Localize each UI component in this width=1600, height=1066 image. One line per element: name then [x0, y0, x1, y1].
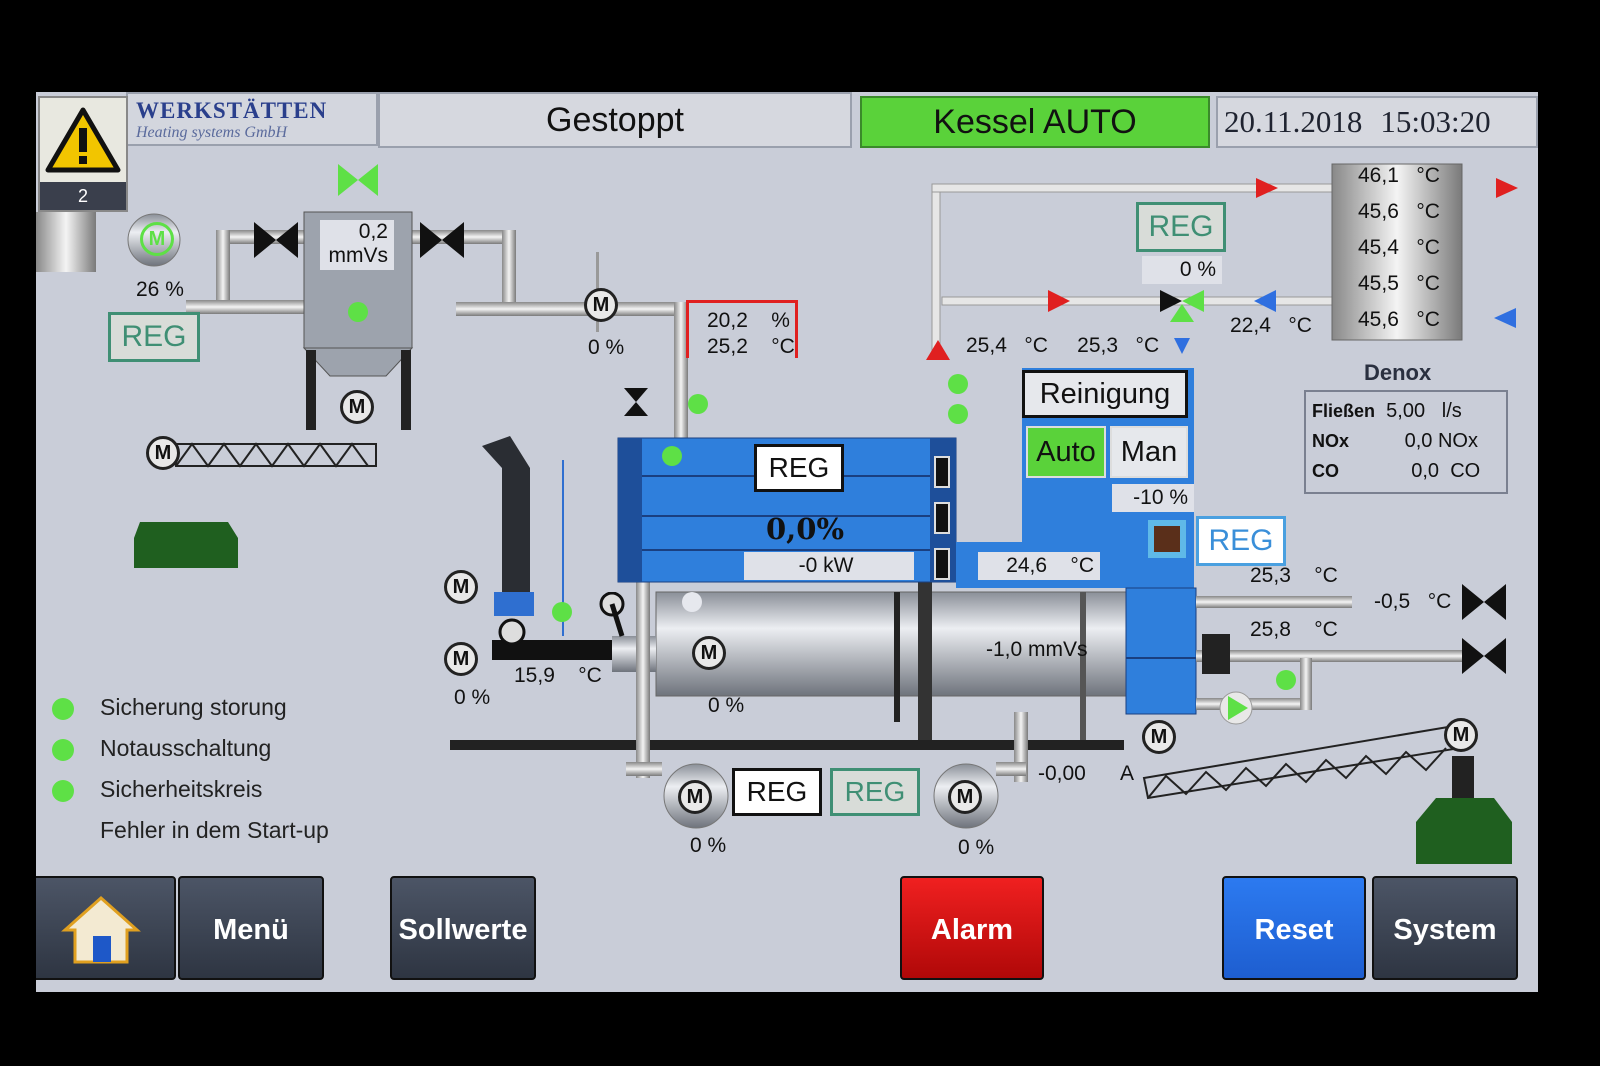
cleaning-reg-button[interactable]: REG: [1196, 516, 1286, 566]
burner-status-indicator: [552, 602, 572, 622]
pump-status-indicator: [1276, 670, 1296, 690]
logo-title: WERKSTÄTTEN: [136, 98, 328, 123]
boiler-reg-button[interactable]: REG: [754, 444, 844, 492]
legend-startup-error: Fehler in dem Start-up: [100, 817, 329, 843]
boiler-water-temp-value: 24,6: [1006, 554, 1048, 577]
feed-status-indicator: [688, 394, 708, 414]
boiler-water-temp: 24,6 °C: [978, 552, 1100, 580]
company-logo: WERKSTÄTTEN Heating systems GmbH: [126, 92, 378, 146]
denox-row-co: CO 0,0 CO: [1312, 460, 1481, 482]
boiler-water-temp-unit: °C: [1070, 554, 1094, 577]
warning-indicator[interactable]: 2: [38, 96, 128, 212]
flue-temp-unit: °C: [771, 335, 795, 358]
menu-button[interactable]: Menü: [178, 876, 324, 980]
burner-motor-2-icon[interactable]: M: [444, 642, 478, 676]
flow-temp-2: 25,3: [1077, 334, 1119, 357]
flow-status-indicator-1: [948, 374, 968, 394]
warning-count: 2: [40, 182, 126, 210]
legend-emergency-stop: Notausschaltung: [52, 735, 271, 762]
boiler-pressure: -1,0 mmVs: [986, 638, 1088, 661]
filter-pressure-value: 0,2: [358, 220, 388, 243]
boiler-door-2-icon: [934, 502, 950, 534]
filter-pressure: 0,2 mmVs: [320, 220, 394, 270]
screw-motor-icon[interactable]: M: [146, 436, 180, 470]
outlet-temp-2: 25,8 °C: [1250, 618, 1338, 641]
filter-pressure-unit: mmVs: [328, 244, 389, 267]
filter-motor-icon[interactable]: M: [340, 390, 374, 424]
flue-o2-value: 20,2: [707, 309, 748, 332]
outlet-temp-1: 25,3 °C: [1250, 564, 1338, 587]
flow-temperatures: 25,4 °C 25,3 °C: [966, 334, 1160, 357]
system-status: Gestoppt: [378, 92, 852, 148]
flue-temp-value: 25,2: [707, 335, 748, 358]
cleaning-state-icon: [1148, 520, 1186, 558]
feed-motor-percent: 0 %: [588, 336, 625, 359]
cleaning-percent: -10 %: [1112, 484, 1194, 512]
denox-row-nox: NOx 0,0 NOx: [1312, 430, 1478, 452]
setpoints-button[interactable]: Sollwerte: [390, 876, 536, 980]
bottom-pressure: -0,00: [1038, 762, 1086, 785]
denox-panel: Fließen 5,00 l/s NOx 0,0 NOx CO 0,0 CO: [1304, 390, 1508, 494]
boiler-door-3-icon: [934, 548, 950, 580]
boiler-feed-motor-icon[interactable]: M: [692, 636, 726, 670]
date: 20.11.2018: [1224, 104, 1363, 139]
flue-gas-box: 20,2 % 25,2 °C: [686, 300, 798, 358]
legend-emergency-stop-indicator: [52, 738, 74, 761]
flow-temp-1: 25,4: [966, 334, 1007, 357]
legend-fuse-fault: Sicherung storung: [52, 694, 287, 721]
boiler-power-kw: -0 kW: [744, 552, 914, 580]
logo-subtitle: Heating systems GmbH: [136, 124, 288, 141]
hmi-screen: WERKSTÄTTEN Heating systems GmbH 2 Gesto…: [36, 92, 1538, 992]
system-button[interactable]: System: [1372, 876, 1518, 980]
mixing-valve-percent: 0 %: [1142, 256, 1222, 284]
burner-temperature: 15,9 °C: [514, 664, 602, 687]
home-button[interactable]: [36, 876, 176, 980]
flow-status-indicator-2: [948, 404, 968, 424]
feed-valve-icon[interactable]: [624, 384, 648, 420]
bottom-reg-button-green[interactable]: REG: [830, 768, 920, 816]
burner-motor-1-icon[interactable]: M: [444, 570, 478, 604]
legend-fuse-fault-indicator: [52, 697, 74, 720]
legend-safety-circuit-indicator: [52, 779, 74, 802]
cleaning-title: Reinigung: [1022, 370, 1188, 418]
burner-percent: 0 %: [454, 686, 491, 709]
return-temperature: 22,4 °C: [1230, 314, 1312, 337]
outlet-valve-temp: -0,5 °C: [1374, 590, 1452, 613]
cleaning-auto-button[interactable]: Auto: [1026, 426, 1106, 478]
bottom-left-fan-percent: 0 %: [690, 834, 727, 857]
ignition-icon: [598, 591, 628, 640]
bottom-right-fan-motor-icon[interactable]: M: [948, 780, 982, 814]
bottom-left-fan-motor-icon[interactable]: M: [678, 780, 712, 814]
denox-title: Denox: [1364, 360, 1432, 385]
left-fan-reg-button[interactable]: REG: [108, 312, 200, 362]
flue-o2-unit: %: [771, 309, 790, 332]
bottom-reg-button-black[interactable]: REG: [732, 768, 822, 816]
filter-status-indicator: [348, 302, 368, 322]
feed-motor-icon[interactable]: M: [584, 288, 618, 322]
denox-row-flow: Fließen 5,00 l/s: [1312, 400, 1462, 422]
right-conveyor-motor-2-icon[interactable]: M: [1444, 718, 1478, 752]
cleaning-manual-button[interactable]: Man: [1110, 426, 1188, 478]
conveyor-label-a: A: [1120, 762, 1135, 785]
warning-icon: [45, 107, 121, 173]
boiler-feed-percent: 0 %: [708, 694, 745, 717]
reset-button[interactable]: Reset: [1222, 876, 1366, 980]
boiler-door-1-icon: [934, 456, 950, 488]
left-fan-motor-icon[interactable]: M: [140, 222, 174, 256]
alarm-button[interactable]: Alarm: [900, 876, 1044, 980]
denox-temperatures: 46,1 °C 45,6 °C 45,4 °C 45,5 °C 45,6 °C: [1358, 164, 1440, 331]
left-fan-percent: 26 %: [136, 278, 184, 301]
mixing-valve-reg-button[interactable]: REG: [1136, 202, 1226, 252]
legend-safety-circuit: Sicherheitskreis: [52, 776, 262, 803]
datetime-display: 20.11.2018 15:03:20: [1216, 96, 1538, 148]
sight-glass-icon: [682, 592, 702, 612]
right-conveyor-motor-1-icon[interactable]: M: [1142, 720, 1176, 754]
bottom-right-fan-percent: 0 %: [958, 836, 995, 859]
time: 15:03:20: [1380, 104, 1491, 139]
boiler-mode: Kessel AUTO: [860, 96, 1210, 148]
boiler-status-indicator: [662, 446, 682, 466]
home-icon: [61, 895, 141, 964]
boiler-power-percent: 0,0%: [766, 512, 845, 546]
